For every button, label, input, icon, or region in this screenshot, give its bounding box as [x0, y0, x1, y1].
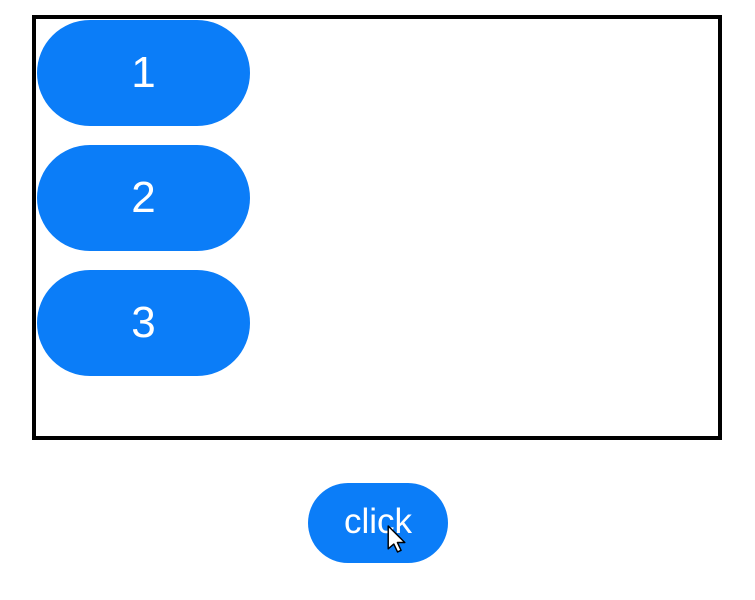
- button-panel: 1 2 3: [32, 15, 722, 440]
- numbered-button-3[interactable]: 3: [37, 270, 250, 376]
- numbered-button-2[interactable]: 2: [37, 145, 250, 251]
- numbered-button-1[interactable]: 1: [37, 20, 250, 126]
- click-button[interactable]: click: [308, 483, 448, 563]
